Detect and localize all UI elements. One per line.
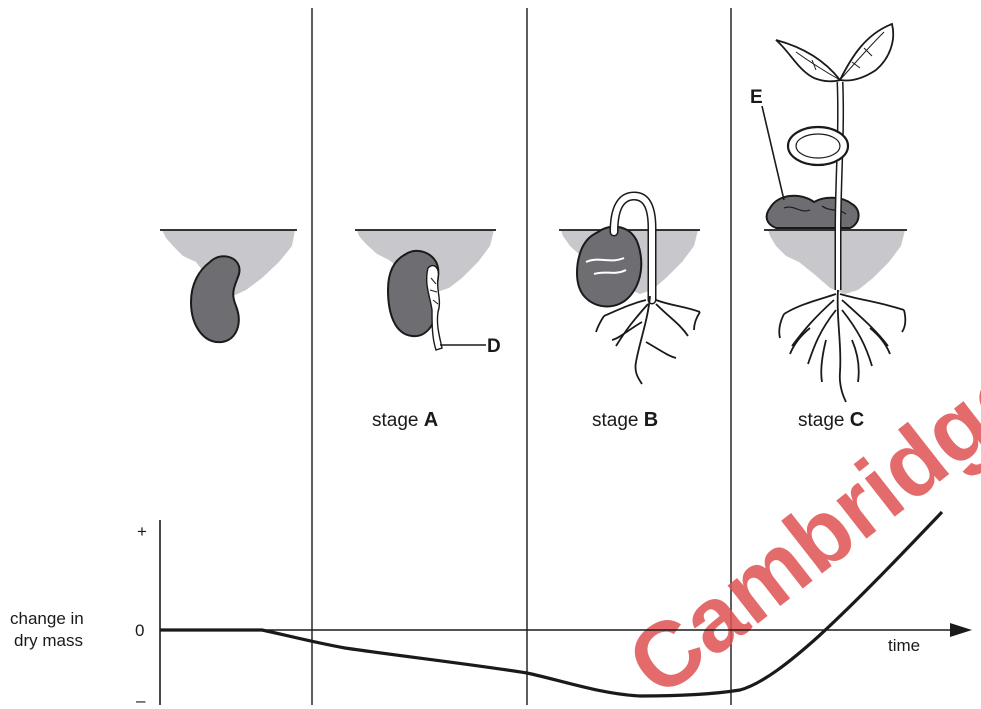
stage-a-panel: D — [355, 230, 501, 357]
seed-icon — [191, 256, 239, 342]
stage-b-panel — [559, 196, 700, 384]
stage-c-panel: E — [750, 24, 907, 402]
root-system-icon — [779, 290, 905, 402]
label-e: E — [750, 87, 763, 108]
stage-b-label: stage B — [592, 409, 658, 431]
tick-plus: + — [137, 522, 147, 541]
tick-zero: 0 — [135, 621, 144, 640]
y-axis-label-line2: dry mass — [14, 631, 83, 650]
seed-coat-icon — [788, 127, 848, 165]
tick-minus: – — [136, 691, 146, 709]
shriveled-cotyledon-icon — [767, 196, 859, 228]
x-axis-arrow-icon — [950, 623, 972, 637]
stage-c-label: stage C — [798, 409, 864, 431]
y-axis-label-line1: change in — [10, 609, 84, 628]
stage-labels: stage A stage B stage C — [372, 409, 864, 431]
x-axis-label: time — [888, 636, 920, 655]
stage-a-label: stage A — [372, 409, 438, 431]
seed-panel — [160, 230, 297, 342]
root-system-icon — [596, 296, 700, 384]
leaf-icon — [840, 24, 893, 81]
watermark: Cambridge — [610, 340, 981, 709]
label-d: D — [487, 336, 501, 357]
pointer-line-e — [762, 106, 784, 200]
